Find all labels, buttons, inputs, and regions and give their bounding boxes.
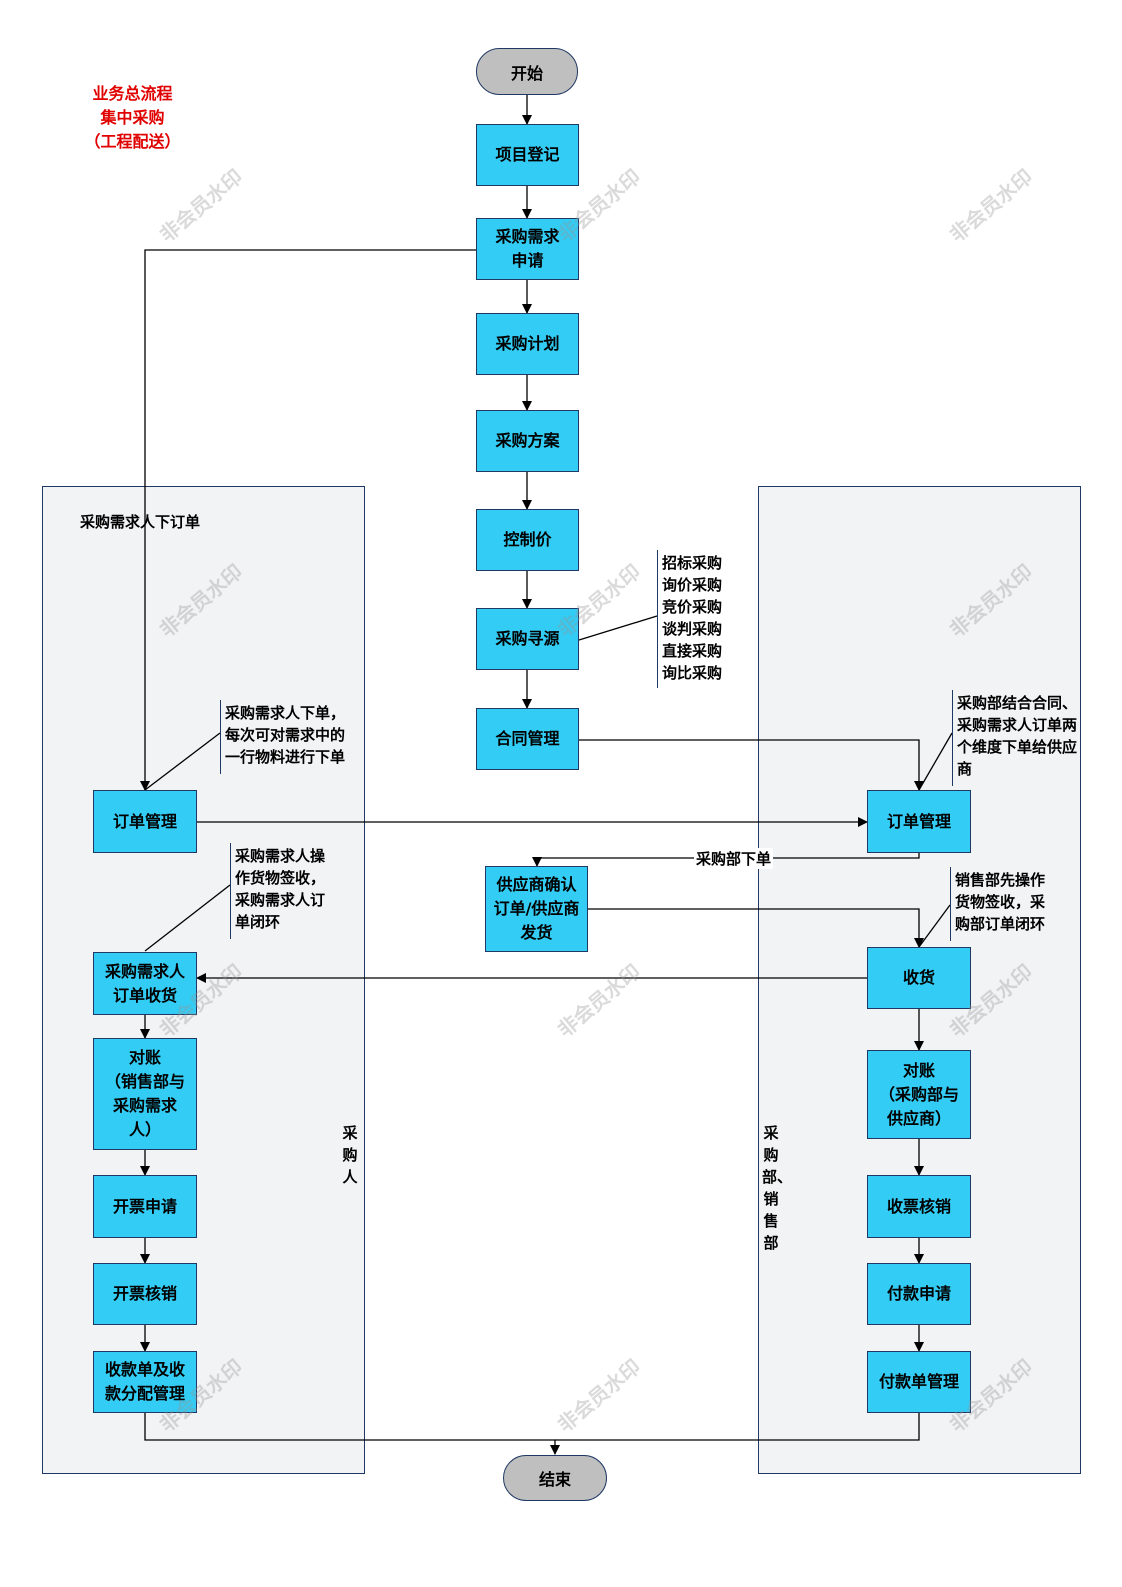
supplier-confirm-step[interactable]: 供应商确认 订单/供应商 发货 (485, 866, 588, 952)
buyer-places-order-label: 采购需求人下订单 (80, 513, 201, 531)
purchase-scheme-step[interactable]: 采购方案 (476, 410, 579, 472)
control-price-step[interactable]: 控制价 (476, 509, 579, 571)
buyer-receive-step[interactable]: 采购需求人 订单收货 (93, 952, 197, 1015)
dept-order-mgmt-step[interactable]: 订单管理 (867, 790, 971, 853)
payment-mgmt-step[interactable]: 付款单管理 (867, 1351, 971, 1413)
lane-dept-label: 采购部、销售部 (762, 1124, 793, 1252)
invoice-writeoff-step[interactable]: 开票核销 (93, 1263, 197, 1325)
dept-order-note: 采购部结合合同、 采购需求人订单两 个维度下单给供应 商 (952, 690, 1092, 786)
diagram-title: 业务总流程 集中采购 （工程配送） (84, 84, 181, 151)
buyer-order-mgmt-step[interactable]: 订单管理 (93, 790, 197, 853)
end-terminal[interactable]: 结束 (503, 1455, 607, 1501)
receipt-mgmt-step[interactable]: 收款单及收 款分配管理 (93, 1351, 197, 1413)
invoice-apply-step[interactable]: 开票申请 (93, 1175, 197, 1238)
buyer-receive-note: 采购需求人操 作货物签收， 采购需求人订 单闭环 (230, 843, 350, 939)
sales-receive-note: 销售部先操作 货物签收，采 购部订单闭环 (950, 867, 1070, 941)
sourcing-step[interactable]: 采购寻源 (476, 608, 579, 670)
dept-places-order-label: 采购部下单 (694, 848, 774, 869)
receipt-writeoff-step[interactable]: 收票核销 (867, 1175, 971, 1238)
lane-buyer-label: 采购人 (342, 1124, 358, 1186)
dept-receive-step[interactable]: 收货 (867, 947, 971, 1009)
dept-reconcile-step[interactable]: 对账 （采购部与 供应商） (867, 1050, 971, 1139)
payment-apply-step[interactable]: 付款申请 (867, 1263, 971, 1325)
purchase-plan-step[interactable]: 采购计划 (476, 313, 579, 375)
buyer-reconcile-step[interactable]: 对账 （销售部与 采购需求 人） (93, 1038, 197, 1150)
project-register-step[interactable]: 项目登记 (476, 124, 579, 186)
sourcing-methods-note: 招标采购 询价采购 竞价采购 谈判采购 直接采购 询比采购 (657, 550, 747, 688)
buyer-order-note: 采购需求人下单， 每次可对需求中的 一行物料进行下单 (220, 700, 365, 774)
start-terminal[interactable]: 开始 (476, 48, 578, 95)
purchase-request-step[interactable]: 采购需求 申请 (476, 218, 579, 280)
contract-step[interactable]: 合同管理 (476, 708, 579, 770)
